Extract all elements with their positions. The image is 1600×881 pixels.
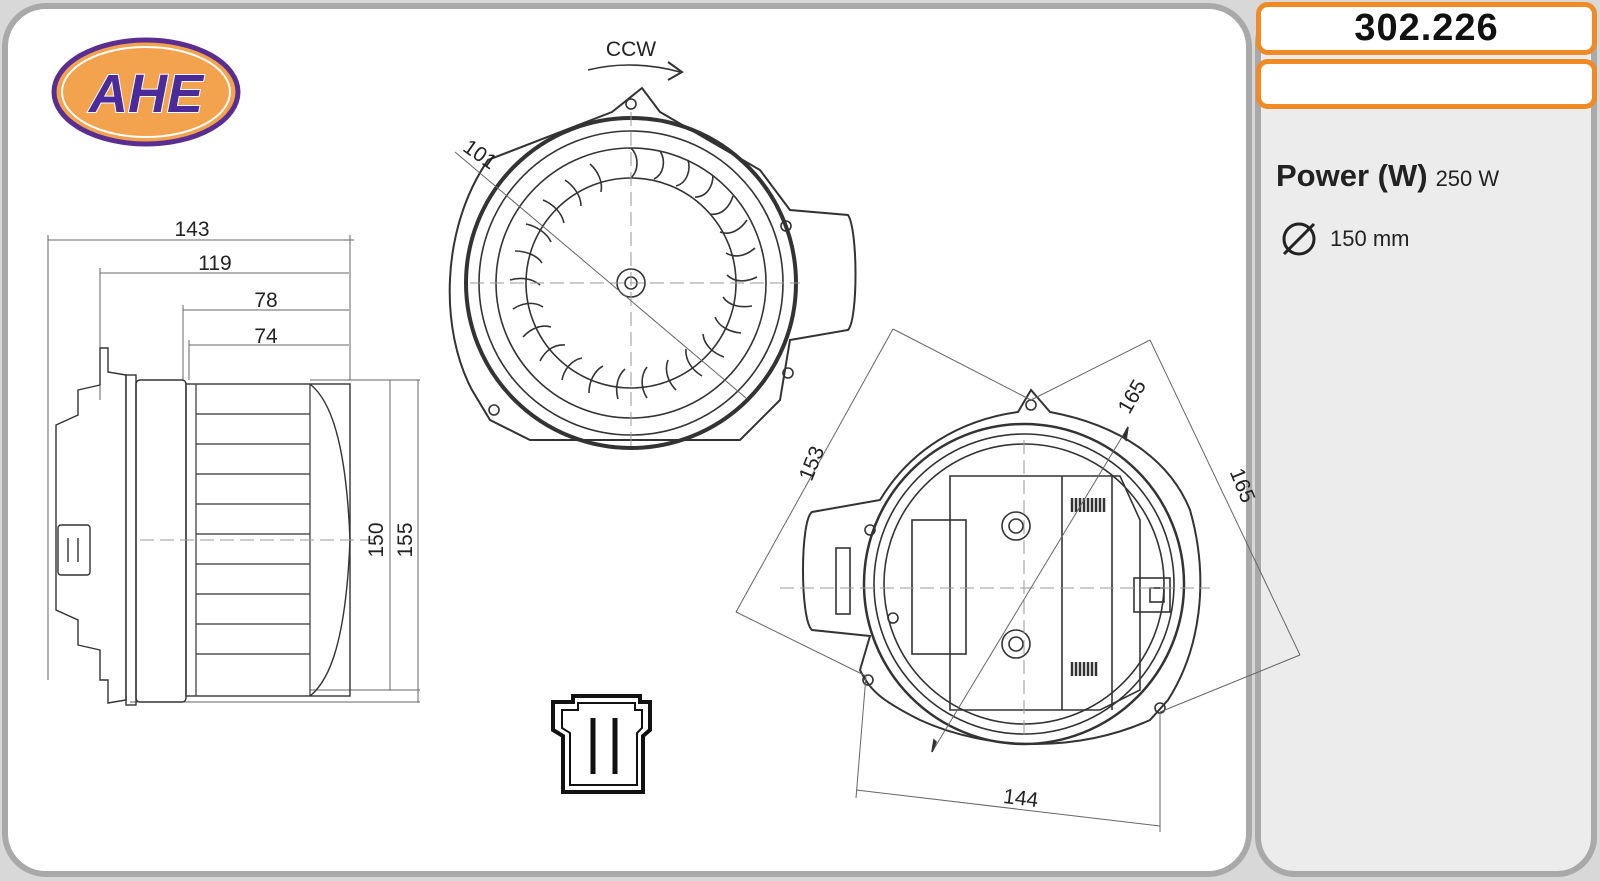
dim-155: 155 — [394, 522, 417, 557]
ahe-logo: AHE — [51, 37, 241, 147]
dim-101: 101 — [459, 135, 501, 174]
dim-153: 153 — [795, 443, 829, 484]
connector-diagram — [551, 694, 652, 794]
rotation-label: CCW — [606, 38, 656, 61]
power-spec: Power (W) 250 W — [1276, 158, 1499, 194]
spec-panel — [1255, 3, 1597, 877]
diameter-value: 150 mm — [1330, 226, 1410, 251]
top-view — [448, 61, 857, 450]
logo-text: AHE — [87, 64, 205, 124]
dim-144: 144 — [1002, 785, 1040, 812]
dim-165-a: 165 — [1114, 376, 1151, 418]
dim-150: 150 — [365, 522, 388, 557]
power-value: 250 W — [1435, 166, 1500, 191]
dim-119: 119 — [198, 252, 231, 275]
dim-78: 78 — [254, 289, 277, 312]
dim-165-b: 165 — [1225, 465, 1259, 506]
product-subtitle-box — [1256, 59, 1597, 109]
diameter-icon — [1282, 222, 1316, 256]
side-view — [47, 235, 420, 706]
bottom-view — [735, 328, 1301, 832]
product-code: 302.226 — [1256, 2, 1597, 55]
power-label: Power (W) — [1276, 158, 1428, 193]
dim-74: 74 — [254, 325, 278, 348]
dim-143: 143 — [174, 218, 209, 241]
diameter-spec: 150 mm — [1280, 220, 1409, 258]
